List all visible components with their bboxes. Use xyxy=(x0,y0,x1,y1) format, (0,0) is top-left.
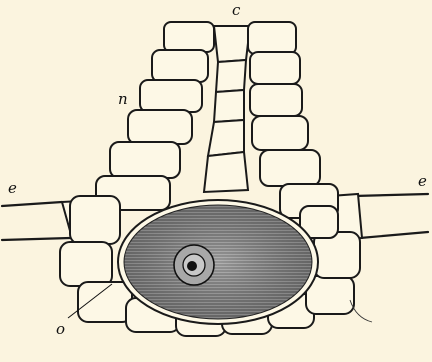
nucleus xyxy=(174,245,214,285)
neck-cells-right xyxy=(248,22,338,218)
neck-cells-left xyxy=(96,22,214,210)
label-c: c xyxy=(232,1,241,19)
label-n: n xyxy=(118,90,128,108)
label-e-left: e xyxy=(8,179,17,197)
egg-cell xyxy=(118,200,318,324)
label-o: o xyxy=(56,320,65,338)
label-e-right: e xyxy=(418,172,427,190)
